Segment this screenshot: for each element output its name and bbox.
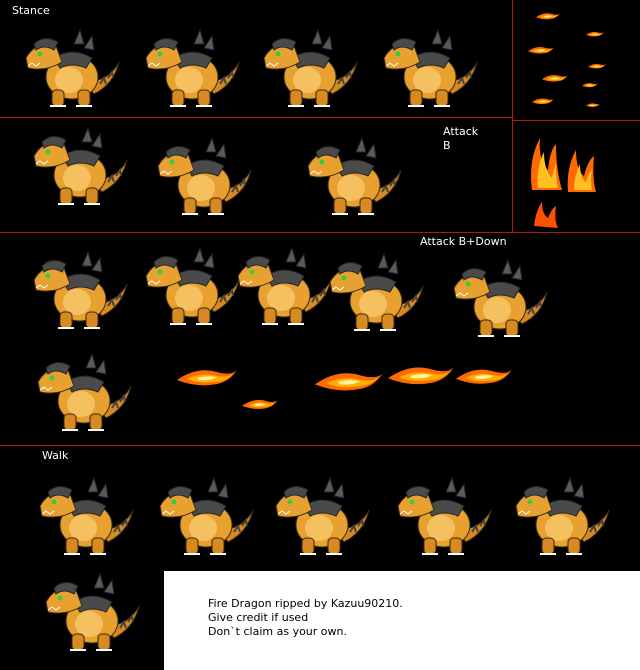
dragon-attack-bdown-frame-4: [318, 246, 428, 336]
divider-attack-bdown-bottom: [0, 445, 640, 446]
credit-line-dont-claim: Don`t claim as your own.: [208, 625, 347, 638]
dragon-walk-frame-3: [264, 470, 374, 560]
dragon-walk-frame-6: [34, 566, 144, 656]
dragon-walk-frame-5: [504, 470, 614, 560]
fire-breath-effect-4: [388, 356, 454, 394]
fire-breath-effect-1: [172, 362, 242, 392]
dragon-stance-frame-2: [134, 22, 244, 112]
dragon-attack-b-frame-2: [146, 130, 256, 220]
dragon-stance-frame-3: [252, 22, 362, 112]
credits-box: Fire Dragon ripped by Kazuu90210. Give c…: [164, 571, 640, 670]
fire-breath-effect-3: [314, 364, 384, 398]
dragon-attack-bdown-frame-6: [26, 346, 136, 436]
dragon-walk-frame-4: [386, 470, 496, 560]
walk-label: Walk: [42, 449, 69, 462]
stance-label: Stance: [12, 4, 50, 17]
fire-spark-effects: [528, 13, 606, 107]
divider-stance-bottom: [0, 117, 512, 118]
dragon-stance-frame-4: [372, 22, 482, 112]
dragon-attack-bdown-frame-5: [442, 252, 552, 342]
attack-b-label-line1: Attack: [443, 125, 479, 138]
attack-b-down-label: Attack B+Down: [420, 235, 507, 248]
attack-b-label-line2: B: [443, 139, 451, 152]
dragon-attack-b-frame-3: [296, 130, 406, 220]
fire-breath-effect-5: [456, 360, 512, 392]
fire-breath-effect-2: [242, 394, 278, 414]
credit-line-ripped-by: Fire Dragon ripped by Kazuu90210.: [208, 597, 403, 610]
divider-vertical: [512, 0, 513, 232]
divider-fx-top-bottom: [512, 120, 640, 121]
dragon-stance-frame-1: [14, 22, 124, 112]
divider-attack-b-bottom: [0, 232, 640, 233]
credit-line-give-credit: Give credit if used: [208, 611, 309, 624]
dragon-walk-frame-1: [28, 470, 138, 560]
dragon-attack-bdown-frame-1: [22, 244, 132, 334]
dragon-walk-frame-2: [148, 470, 258, 560]
dragon-attack-b-frame-1: [22, 120, 132, 210]
fire-pillar-effects: [531, 138, 596, 228]
